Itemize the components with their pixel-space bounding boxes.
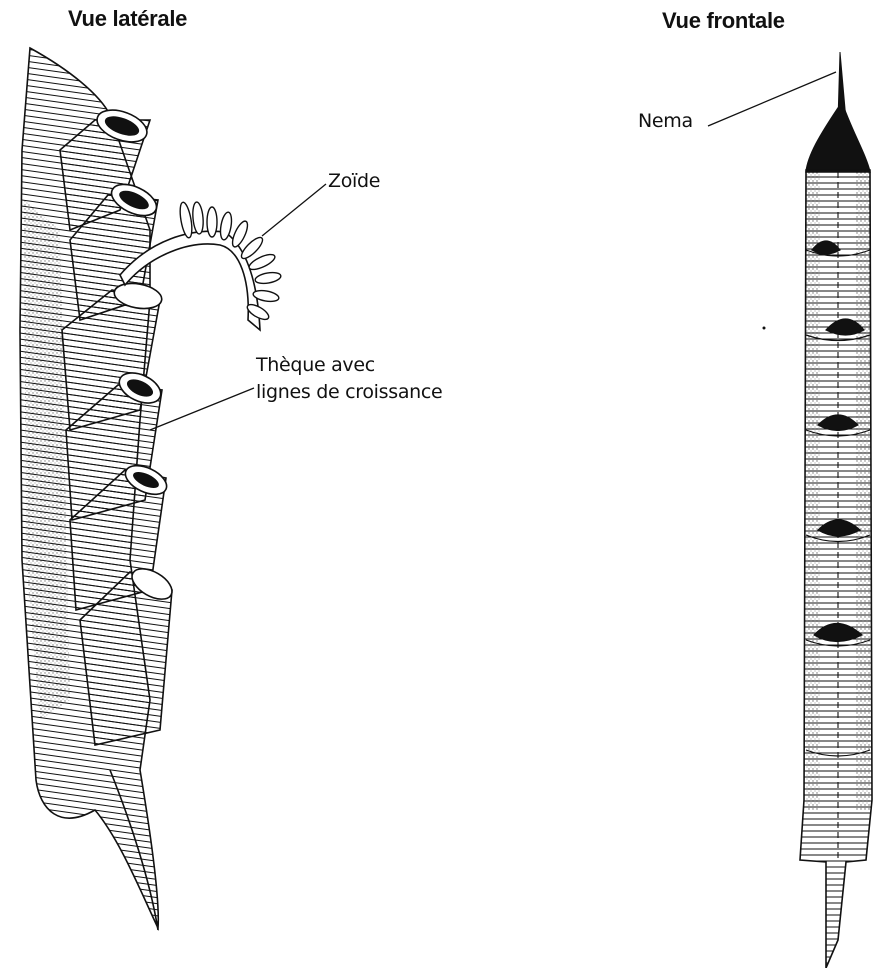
frontal-apex [806,108,870,172]
frontal-right-shading [856,170,870,810]
frontal-view-specimen [763,52,873,968]
zoid-leader-line [262,184,326,236]
theca-leader-line [150,388,254,430]
frontal-stray-mark [763,327,766,330]
frontal-left-shading [806,170,820,810]
lateral-view-specimen [20,48,282,930]
zooid-tentacles [178,201,282,322]
nema-leader-line [708,72,836,126]
